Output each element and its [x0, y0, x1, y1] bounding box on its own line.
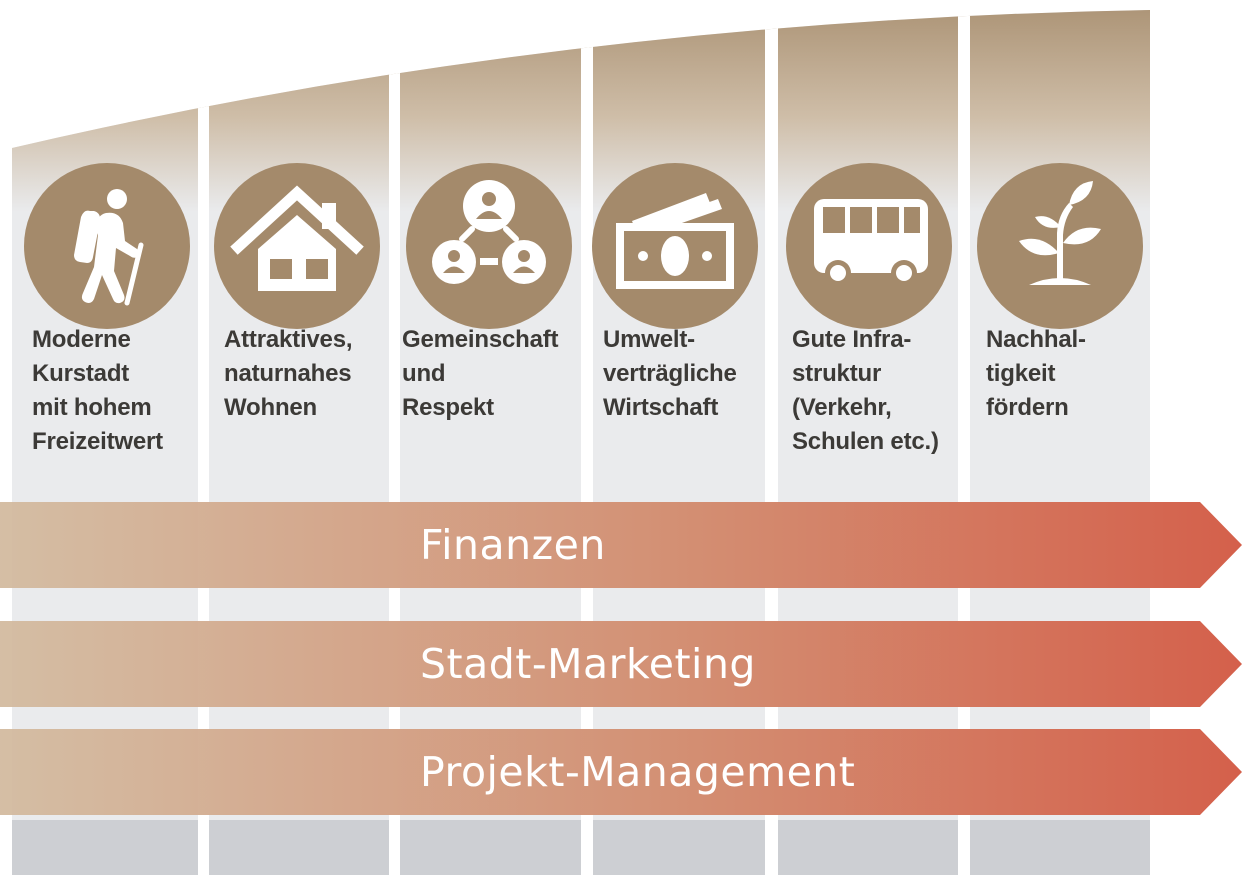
pillar-label-1: Moderne Kurstadt mit hohem Freizeitwert: [32, 326, 163, 455]
pillar-label-3: Gemeinschaft und Respekt: [402, 326, 559, 421]
band-label-projekt-management: Projekt-Management: [420, 748, 856, 796]
pillar-label-2: Attraktives, naturnahes Wohnen: [224, 326, 353, 421]
band-label-stadt-marketing: Stadt-Marketing: [420, 640, 756, 688]
community-icon: [406, 163, 572, 329]
band-finanzen: Finanzen: [0, 502, 1242, 588]
band-stadt-marketing: Stadt-Marketing: [0, 621, 1242, 707]
bus-icon: [786, 163, 952, 329]
hiker-icon: [24, 163, 190, 329]
pillar-bases: [12, 820, 1150, 875]
pillar-label-4: Umwelt- verträgliche Wirtschaft: [603, 326, 737, 421]
pillar-label-5: Gute Infra- struktur (Verkehr, Schulen e…: [792, 326, 939, 455]
band-label-finanzen: Finanzen: [420, 521, 606, 569]
band-projekt-management: Projekt-Management: [0, 729, 1242, 815]
house-icon: [214, 163, 380, 329]
pillar-label-6: Nachhal- tigkeit fördern: [986, 326, 1086, 421]
plant-icon: [977, 163, 1143, 329]
money-icon: [592, 163, 758, 329]
